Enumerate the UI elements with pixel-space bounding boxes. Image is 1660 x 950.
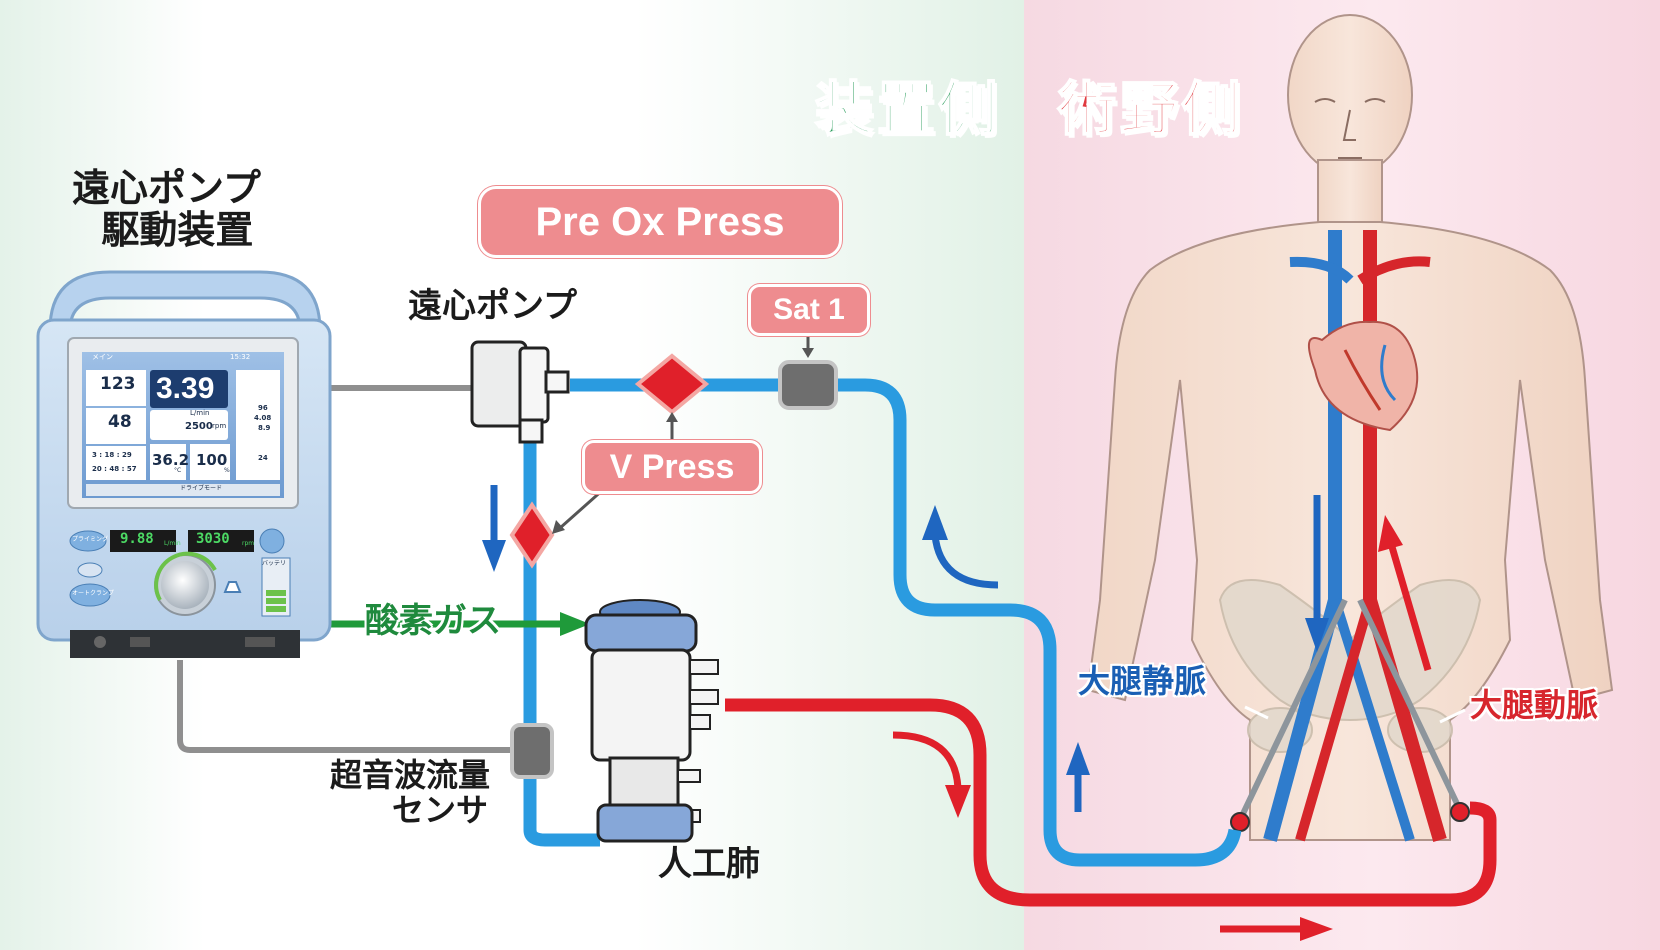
saturation-sensor-icon — [778, 360, 838, 410]
screen-side-4: 24 — [258, 454, 268, 462]
drive-unit-label: 遠心ポンプ 駆動装置 — [72, 166, 261, 252]
pressure-sensor-icon — [509, 501, 555, 569]
panel-auto-clamp-label: オートクランプ — [72, 590, 114, 597]
pre-ox-press-label: Pre Ox Press — [478, 186, 842, 258]
screen-temp: 36.2 — [152, 451, 190, 469]
screen-rpm: 2500 — [185, 421, 213, 432]
screen-tab-label: メイン — [92, 353, 113, 361]
callout-arrows — [552, 332, 1466, 724]
panel-rpm-display-unit: rpm — [242, 540, 255, 547]
femoral-vein-label: 大腿静脈 — [1078, 662, 1207, 700]
surgical-side-heading: 術野側 — [1057, 74, 1245, 144]
flow-sensor-label-line2: センサ — [392, 791, 489, 830]
screen-sat-unit: % — [224, 467, 230, 474]
screen-time: 15:32 — [230, 353, 251, 361]
flow-arrow-icon — [1066, 742, 1090, 812]
screen-temp-unit: °C — [174, 467, 182, 474]
screen-sat: 100 — [196, 451, 228, 469]
panel-battery-label: バッテリ — [262, 560, 287, 567]
pump-label: 遠心ポンプ — [408, 286, 577, 326]
oxygenator-label: 人工肺 — [658, 844, 760, 884]
panel-rpm-display: 3030 — [196, 531, 230, 547]
femoral-cannulae — [1230, 598, 1470, 832]
device-side-heading: 装置側 — [814, 74, 1002, 144]
sat1-label: Sat 1 — [748, 284, 870, 336]
screen-side-1: 96 — [258, 404, 268, 412]
screen-time-2: 20 : 48 : 57 — [92, 465, 137, 473]
pressure-sensor-icon — [634, 353, 710, 415]
flow-arrow-icon — [1305, 495, 1329, 652]
arterial-line — [725, 698, 1497, 907]
flow-arrow-icon — [482, 485, 506, 572]
screen-side-3: 8.9 — [258, 424, 271, 432]
drive-unit — [36, 270, 332, 658]
screen-main-flow: 3.39 — [156, 372, 215, 405]
heart — [1307, 320, 1419, 432]
oxygen-line — [328, 612, 590, 636]
oxygen-gas-label: 酸素ガス — [365, 601, 501, 641]
venous-line — [523, 378, 1242, 867]
flow-sensor-icon — [510, 723, 554, 779]
panel-flow-display-unit: L/min — [164, 540, 181, 547]
flow-arrow-icon — [892, 731, 971, 818]
data-cable — [177, 385, 520, 753]
drive-unit-label-line2: 駆動装置 — [101, 207, 254, 252]
panel-priming-label: プライミング — [72, 536, 109, 543]
flow-arrow-icon — [1220, 917, 1333, 941]
flow-arrow-icon — [1378, 515, 1432, 671]
centrifugal-pump — [470, 340, 570, 444]
femoral-artery-label: 大腿動脈 — [1470, 686, 1599, 724]
oxygenator — [584, 599, 719, 843]
flow-sensor-label-line1: 超音波流量 — [330, 756, 491, 794]
v-press-label: V Press — [582, 440, 762, 494]
screen-drive-mode: ドライブモード — [180, 485, 223, 492]
screen-main-flow-unit: L/min — [190, 409, 210, 417]
drive-unit-label-line1: 遠心ポンプ — [72, 166, 261, 210]
panel-flow-display: 9.88 — [120, 531, 154, 547]
flow-sensor-label: 超音波流量 センサ — [330, 756, 491, 830]
screen-time-1: 3 : 18 : 29 — [92, 451, 132, 459]
screen-side-2: 4.08 — [254, 414, 272, 422]
screen-rpm-unit: rpm — [212, 422, 227, 430]
flow-arrow-icon — [922, 505, 999, 589]
screen-pressure-2: 48 — [108, 412, 132, 432]
screen-pressure-1: 123 — [100, 374, 136, 394]
